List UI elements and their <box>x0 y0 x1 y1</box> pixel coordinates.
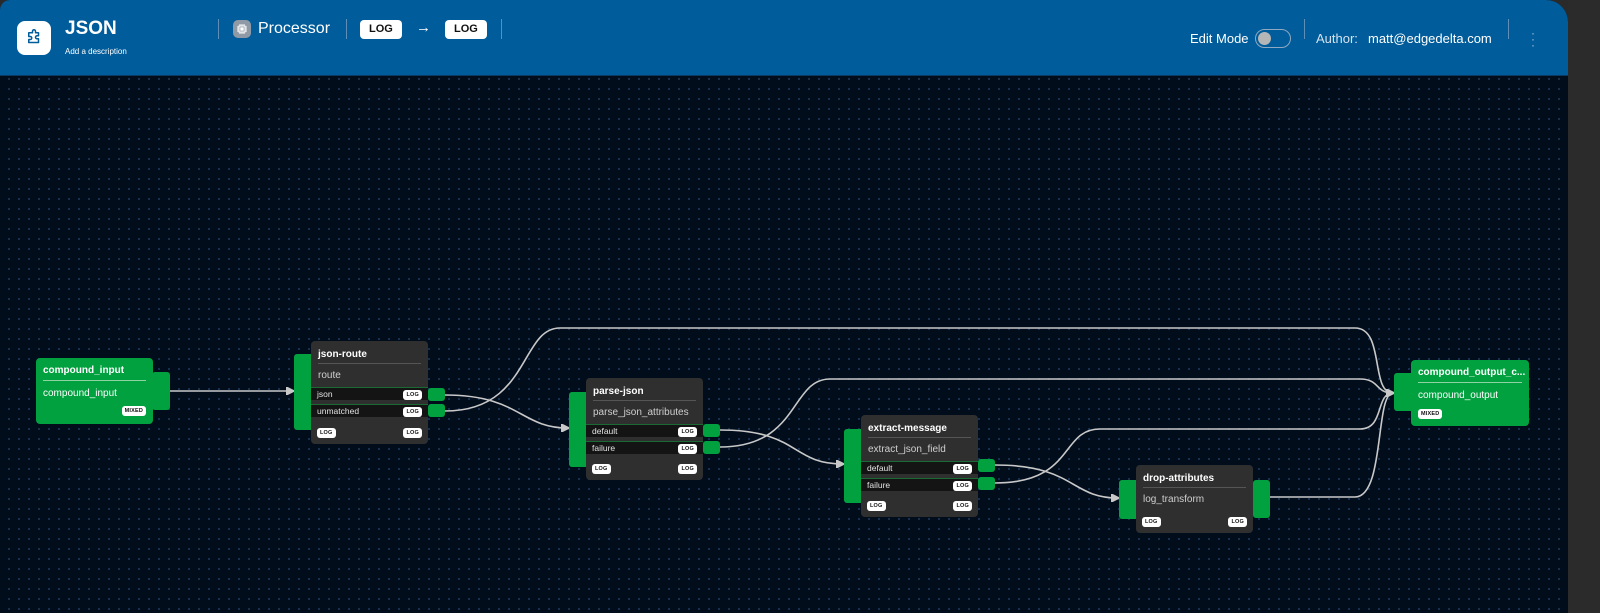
author-value: matt@edgedelta.com <box>1368 31 1492 46</box>
node-subtitle: route <box>318 370 341 381</box>
output-type-badge: LOG <box>403 428 422 438</box>
input-type-badge: LOG <box>317 428 336 438</box>
node-parse-json[interactable]: parse-json parse_json_attributes default… <box>586 378 703 480</box>
type-badge: LOG <box>953 464 972 474</box>
type-badge: MIXED <box>121 406 146 416</box>
output-row-failure: failure LOG <box>586 441 703 454</box>
author-label: Author: <box>1316 31 1358 46</box>
puzzle-icon <box>17 21 51 55</box>
divider <box>1508 19 1509 39</box>
drop-attributes-input-port[interactable] <box>1119 480 1139 519</box>
extract-message-input-port[interactable] <box>844 429 864 503</box>
edit-mode-toggle[interactable] <box>1255 29 1291 48</box>
node-compound-input[interactable]: compound_input compound_input MIXED <box>36 358 153 424</box>
json-route-input-port[interactable] <box>294 354 314 430</box>
node-subtitle: extract_json_field <box>868 444 946 455</box>
type-badge: LOG <box>678 444 697 454</box>
node-subtitle: log_transform <box>1143 494 1205 505</box>
add-description-link[interactable]: Add a description <box>65 47 127 56</box>
divider <box>501 19 502 39</box>
parse-json-default-port[interactable] <box>703 424 720 437</box>
edge-default-to-extract <box>719 429 843 464</box>
node-title: json-route <box>318 349 367 360</box>
extract-message-default-port[interactable] <box>978 459 995 472</box>
extract-message-failure-port[interactable] <box>978 477 995 490</box>
node-type-label: Processor <box>258 20 331 37</box>
output-type-badge: LOG <box>1228 517 1247 527</box>
output-label: failure <box>867 480 891 490</box>
parse-json-failure-port[interactable] <box>703 441 720 454</box>
edge-failure-to-output <box>719 378 1393 448</box>
node-json-route[interactable]: json-route route json LOG unmatched LOG … <box>311 341 428 444</box>
node-subtitle: parse_json_attributes <box>593 407 689 418</box>
divider <box>1143 487 1246 488</box>
input-type-badge: LOG <box>1142 517 1161 527</box>
edge-unmatched-to-output <box>444 327 1393 412</box>
output-row-unmatched: unmatched LOG <box>311 404 428 417</box>
type-badge: MIXED <box>1418 409 1443 419</box>
output-row-default: default LOG <box>586 424 703 437</box>
output-label: json <box>317 389 333 399</box>
divider <box>1418 382 1522 383</box>
divider <box>346 19 347 39</box>
node-subtitle: compound_input <box>43 388 117 399</box>
output-label: default <box>592 426 618 436</box>
window-edge <box>1568 0 1600 613</box>
output-label: default <box>867 463 893 473</box>
header-bar: JSON Add a description Processor LOG → L… <box>0 0 1568 76</box>
cpu-chip-icon <box>233 20 251 38</box>
edge-extract-failure-to-output <box>994 393 1393 484</box>
output-type-badge: LOG <box>953 501 972 511</box>
json-route-json-port[interactable] <box>428 388 445 401</box>
more-menu-icon[interactable]: ··· <box>1531 26 1535 52</box>
node-title: drop-attributes <box>1143 473 1215 484</box>
compound-output-input-port[interactable] <box>1394 373 1414 411</box>
edge-extract-default-to-drop <box>994 464 1118 498</box>
type-badge: LOG <box>403 407 422 417</box>
compound-input-output-port[interactable] <box>152 372 170 410</box>
type-badge: LOG <box>953 481 972 491</box>
input-type-badge: LOG <box>592 464 611 474</box>
node-subtitle: compound_output <box>1418 390 1499 401</box>
node-title: compound_input <box>43 365 125 376</box>
page-title[interactable]: JSON <box>65 18 117 39</box>
type-badge: LOG <box>678 427 697 437</box>
toggle-knob <box>1258 32 1271 45</box>
drop-attributes-output-port[interactable] <box>1253 480 1270 518</box>
divider <box>1304 19 1305 39</box>
node-extract-message[interactable]: extract-message extract_json_field defau… <box>861 415 978 517</box>
node-compound-output[interactable]: compound_output_c... compound_output MIX… <box>1411 360 1529 426</box>
divider <box>43 380 146 381</box>
divider <box>593 400 696 401</box>
divider <box>868 437 971 438</box>
parse-json-input-port[interactable] <box>569 392 589 467</box>
node-title: extract-message <box>868 423 947 434</box>
edge-drop-to-output <box>1270 393 1393 498</box>
divider <box>318 363 421 364</box>
output-row-failure: failure LOG <box>861 478 978 491</box>
node-title: compound_output_c... <box>1418 367 1525 378</box>
node-title: parse-json <box>593 386 644 397</box>
divider <box>218 19 219 39</box>
node-drop-attributes[interactable]: drop-attributes log_transform LOG LOG <box>1136 465 1253 533</box>
input-type-badge: LOG <box>867 501 886 511</box>
edge-json-to-parse-json <box>444 394 568 428</box>
output-type-badge: LOG <box>678 464 697 474</box>
output-label: unmatched <box>317 406 360 416</box>
edit-mode-label: Edit Mode <box>1190 31 1249 46</box>
output-row-default: default LOG <box>861 461 978 474</box>
type-badge: LOG <box>403 390 422 400</box>
json-route-unmatched-port[interactable] <box>428 404 445 417</box>
output-row-json: json LOG <box>311 387 428 400</box>
output-type-badge: LOG <box>445 20 487 39</box>
input-type-badge: LOG <box>360 20 402 39</box>
arrow-right-icon: → <box>416 19 431 36</box>
output-label: failure <box>592 443 616 453</box>
